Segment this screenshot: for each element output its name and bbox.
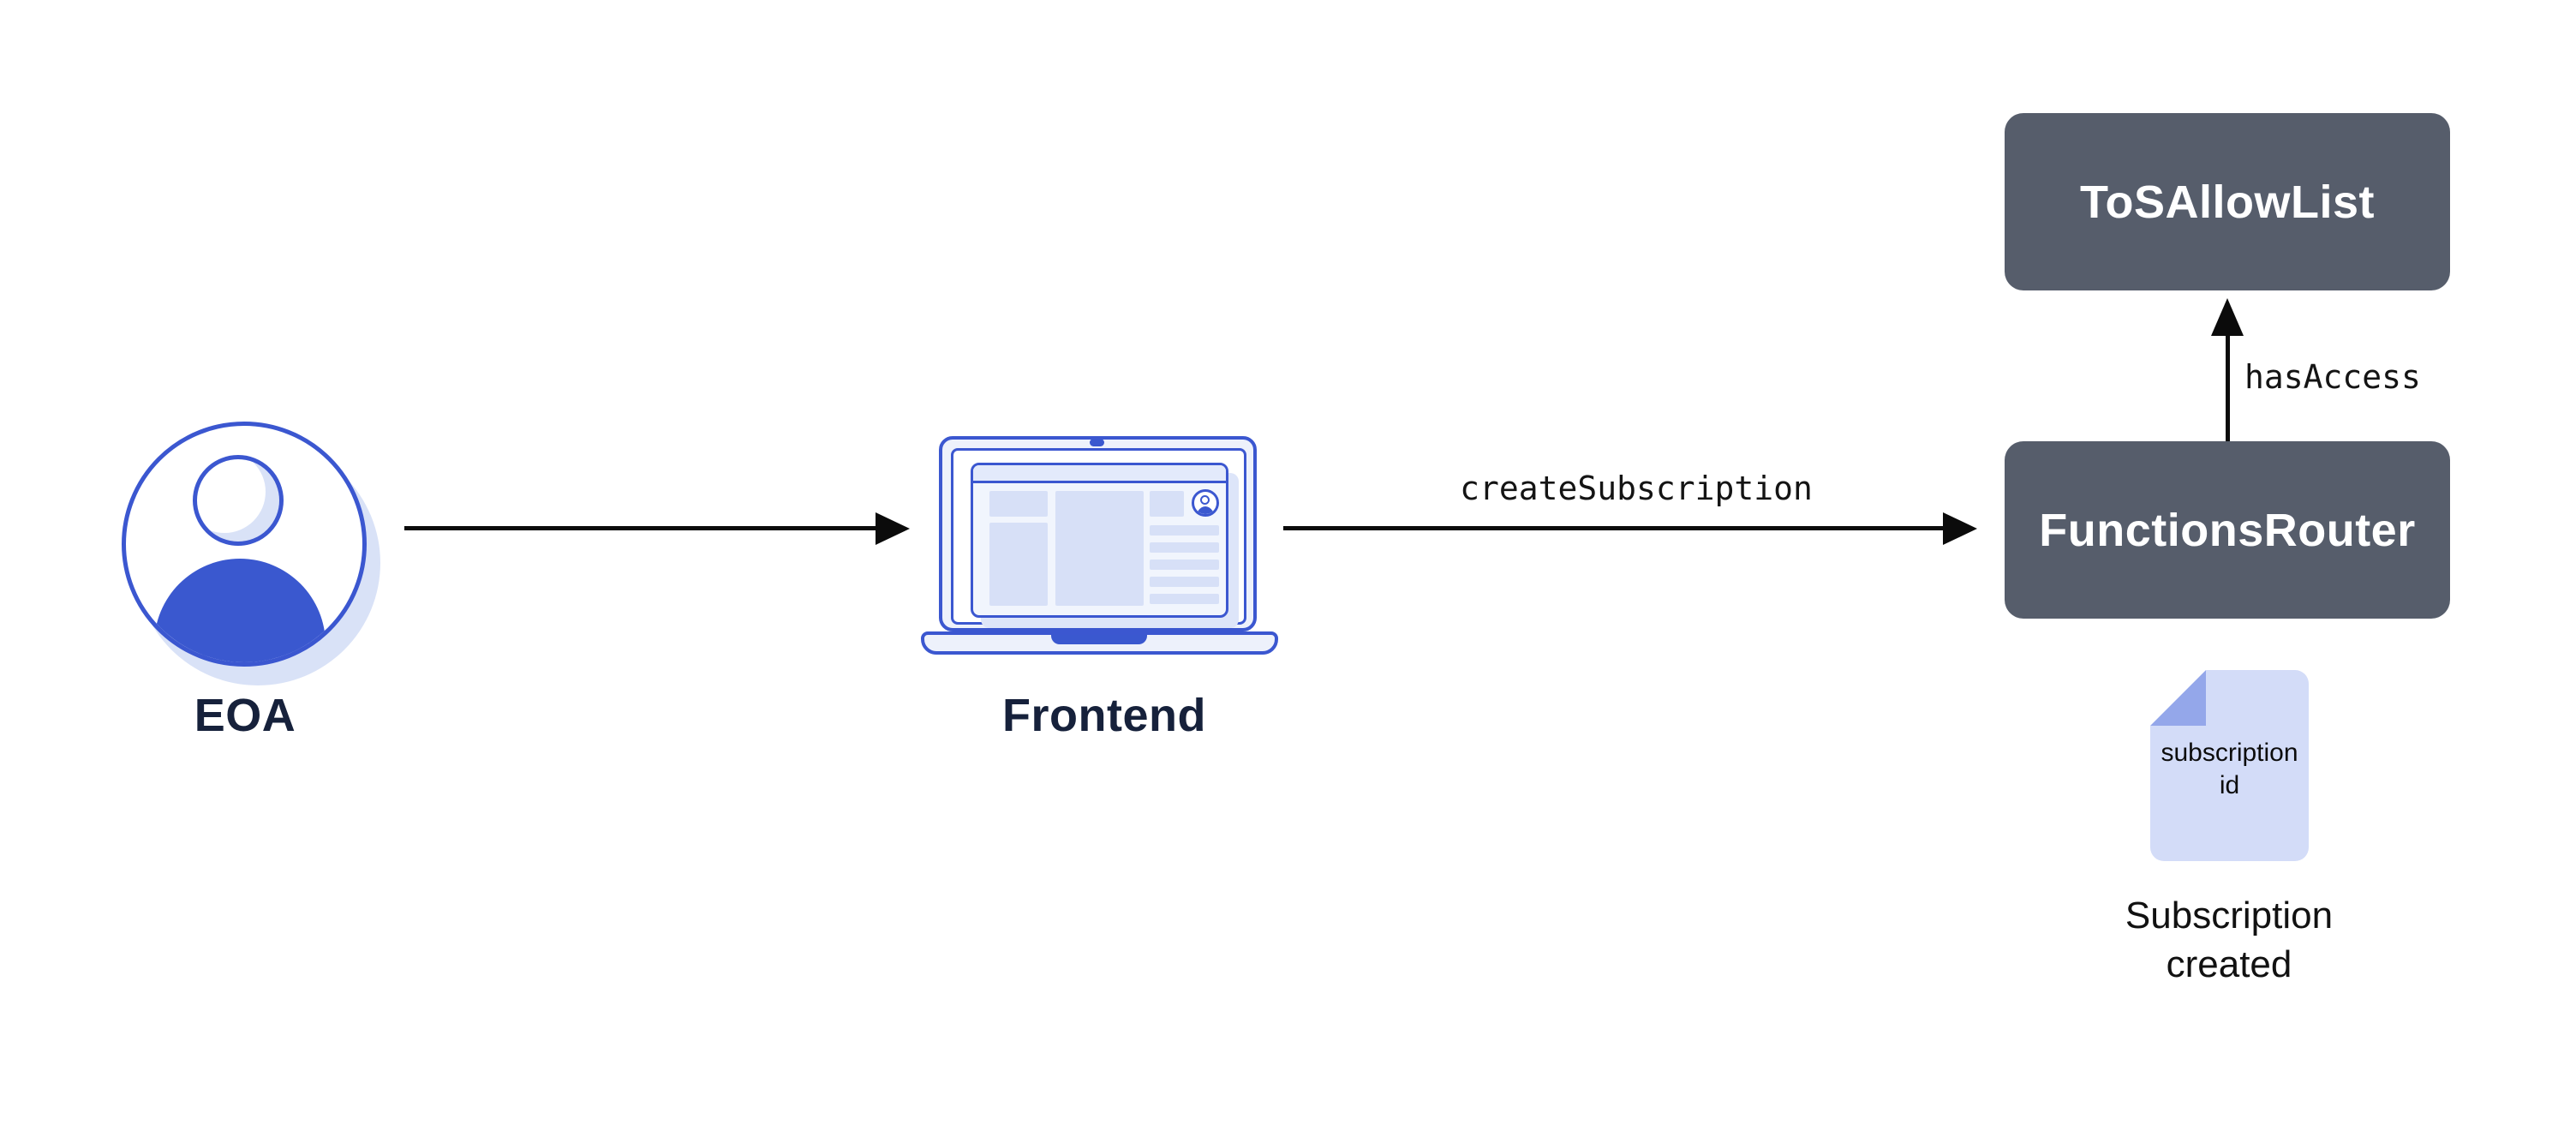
browser-text-row: [1150, 542, 1219, 553]
tos-allow-list-label: ToSAllowList: [2080, 176, 2375, 228]
browser-user-avatar-shoulders: [1195, 506, 1216, 514]
arrow-router-to-tos-line: [2226, 336, 2230, 441]
browser-text-row: [1150, 560, 1219, 570]
browser-header-bar: [973, 465, 1226, 483]
browser-user-avatar-head: [1200, 495, 1210, 505]
arrow-frontend-to-router-line: [1283, 526, 1945, 530]
functions-router-box: FunctionsRouter: [2005, 441, 2450, 619]
laptop-webcam-dot: [1090, 439, 1104, 446]
document-icon: subscription id: [2150, 670, 2309, 861]
user-avatar-icon: [122, 422, 367, 667]
create-subscription-edge-label: createSubscription: [1460, 470, 1813, 507]
browser-user-avatar-icon: [1192, 489, 1219, 517]
avatar-shoulders-shape: [154, 559, 326, 662]
tos-allow-list-box: ToSAllowList: [2005, 113, 2450, 290]
avatar-head-shape: [193, 455, 284, 546]
functions-router-label: FunctionsRouter: [2039, 504, 2416, 556]
browser-sidebar-block: [989, 523, 1048, 606]
laptop-notch: [1051, 635, 1147, 644]
subscription-created-caption: Subscription created: [2125, 895, 2334, 986]
has-access-edge-label: hasAccess: [2244, 358, 2421, 396]
arrow-frontend-to-router-head: [1943, 512, 1977, 545]
browser-text-row: [1150, 525, 1219, 536]
arrow-eoa-to-frontend-head: [876, 512, 910, 545]
browser-main-block: [1055, 491, 1144, 606]
browser-sidebar-block: [989, 491, 1048, 517]
subscription-id-text: subscription id: [2161, 739, 2298, 799]
arrow-eoa-to-frontend-line: [404, 526, 876, 530]
document-fold-corner: [2150, 670, 2206, 726]
avatar-clip: [126, 426, 362, 662]
browser-text-row: [1150, 594, 1219, 604]
arrow-router-to-tos-head: [2211, 298, 2244, 336]
browser-right-block: [1150, 491, 1184, 517]
browser-text-row: [1150, 577, 1219, 587]
eoa-label: EOA: [194, 690, 296, 741]
frontend-label: Frontend: [1002, 690, 1206, 741]
